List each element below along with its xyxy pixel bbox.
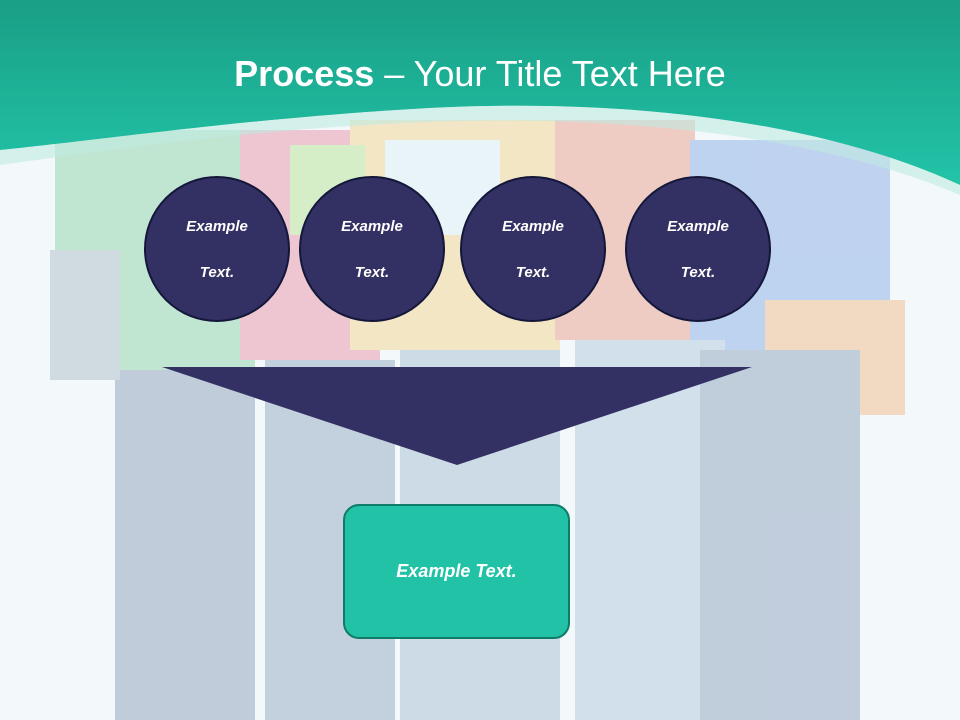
result-text: Example Text. bbox=[396, 561, 517, 581]
title-rest: – Your Title Text Here bbox=[374, 53, 726, 94]
title-bold: Process bbox=[234, 53, 375, 94]
step-1-line-1: Example bbox=[186, 217, 248, 235]
step-1-line-2: Text. bbox=[199, 263, 235, 281]
slide-title: Process – Your Title Text Here bbox=[0, 52, 960, 96]
result-box: Example Text. bbox=[343, 504, 570, 639]
step-3-line-1: Example bbox=[502, 217, 564, 235]
header-banner bbox=[0, 0, 960, 195]
funnel-arrow bbox=[162, 367, 752, 465]
step-2-line-2: Text. bbox=[354, 263, 390, 281]
step-4-line-1: Example bbox=[667, 217, 729, 235]
step-3-line-2: Text. bbox=[515, 263, 551, 281]
step-2-line-1: Example bbox=[341, 217, 403, 235]
step-4-line-2: Text. bbox=[680, 263, 716, 281]
